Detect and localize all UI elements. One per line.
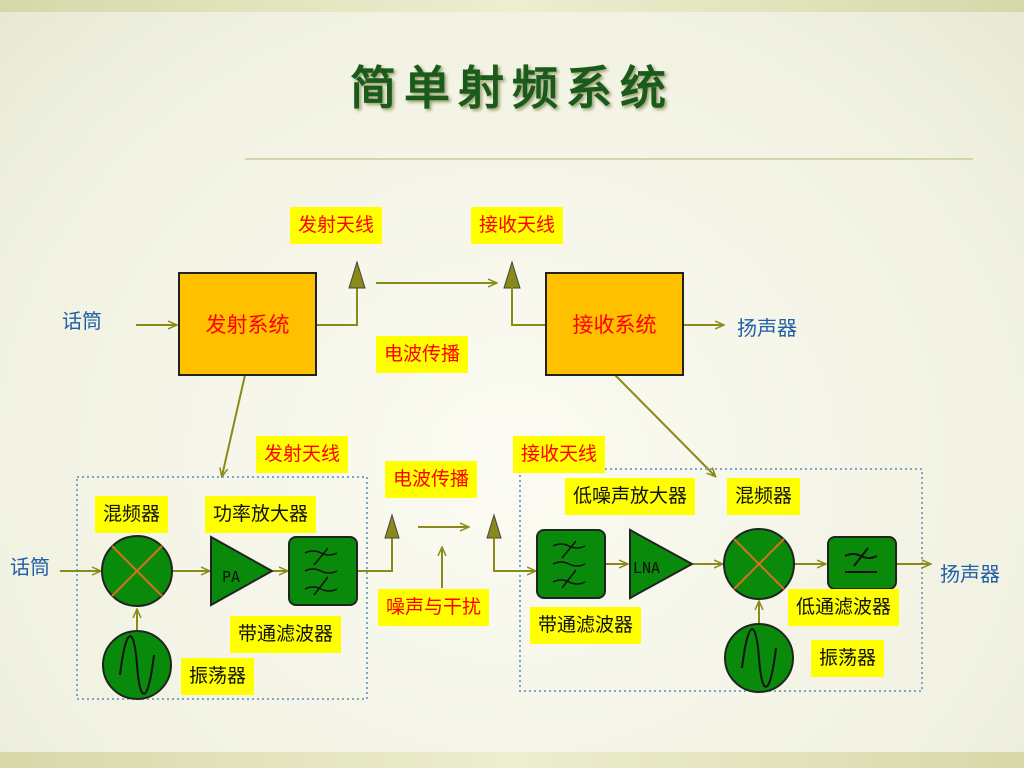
top-microphone-label: 话筒 (62, 309, 102, 333)
rx-mixer-icon (723, 528, 795, 600)
tx-detail-arrow (222, 374, 246, 476)
tx-detail-antenna-icon (384, 513, 400, 539)
antenna-to-rx-line (511, 282, 546, 326)
tx-mixer-icon (101, 535, 173, 607)
lna-label: 低噪声放大器 (565, 478, 696, 515)
rx-mixer-label: 混频器 (727, 478, 801, 515)
rx-bandpass-filter-icon (536, 529, 606, 599)
rx-detail-antenna-icon (486, 513, 502, 539)
power-amplifier-icon: PA (210, 535, 275, 607)
rx-oscillator-label: 振荡器 (811, 640, 885, 677)
lowpass-label: 低通滤波器 (788, 589, 900, 626)
detail-microphone-label: 话筒 (10, 555, 50, 579)
top-propagation-label: 电波传播 (376, 336, 469, 373)
tx-bandpass-label: 带通滤波器 (230, 616, 342, 653)
tx-detail-group (76, 476, 368, 700)
antenna-to-rx-bpf-line (493, 535, 535, 571)
rx-detail-arrow (614, 374, 715, 476)
rx-detail-group (519, 468, 923, 692)
lowpass-filter-icon (827, 536, 897, 590)
rx-bandpass-label: 带通滤波器 (530, 607, 642, 644)
rx-system-label: 接收系统 (572, 313, 657, 337)
bpf-to-antenna-line (357, 535, 393, 572)
tx-mixer-label: 混频器 (95, 496, 169, 533)
detail-propagation-label: 电波传播 (385, 461, 478, 498)
title-divider (245, 158, 973, 160)
tx-system-label: 发射系统 (205, 313, 290, 337)
page-title: 简单射频系统 (350, 61, 674, 115)
tx-oscillator-icon (102, 630, 172, 700)
detail-rx-antenna-label: 接收天线 (513, 436, 606, 473)
top-decor-band (0, 0, 1024, 12)
top-tx-antenna-label: 发射天线 (290, 207, 383, 244)
lna-icon: LNA (629, 528, 695, 600)
noise-label: 噪声与干扰 (378, 589, 490, 626)
tx-oscillator-label: 振荡器 (181, 658, 255, 695)
bottom-decor-band (0, 752, 1024, 768)
detail-tx-antenna-label: 发射天线 (256, 436, 349, 473)
tx-to-antenna-line (316, 282, 358, 326)
lna-text: LNA (633, 559, 660, 577)
rx-oscillator-icon (724, 623, 794, 693)
pa-text: PA (222, 568, 240, 586)
top-speaker-label: 扬声器 (737, 316, 797, 340)
tx-bandpass-filter-icon (288, 536, 358, 606)
top-rx-antenna-label: 接收天线 (471, 207, 564, 244)
tx-antenna-icon (348, 260, 366, 289)
detail-speaker-label: 扬声器 (940, 562, 1000, 586)
power-amp-label: 功率放大器 (205, 496, 317, 533)
rx-system-box: 接收系统 (545, 272, 684, 376)
tx-system-box: 发射系统 (178, 272, 317, 376)
